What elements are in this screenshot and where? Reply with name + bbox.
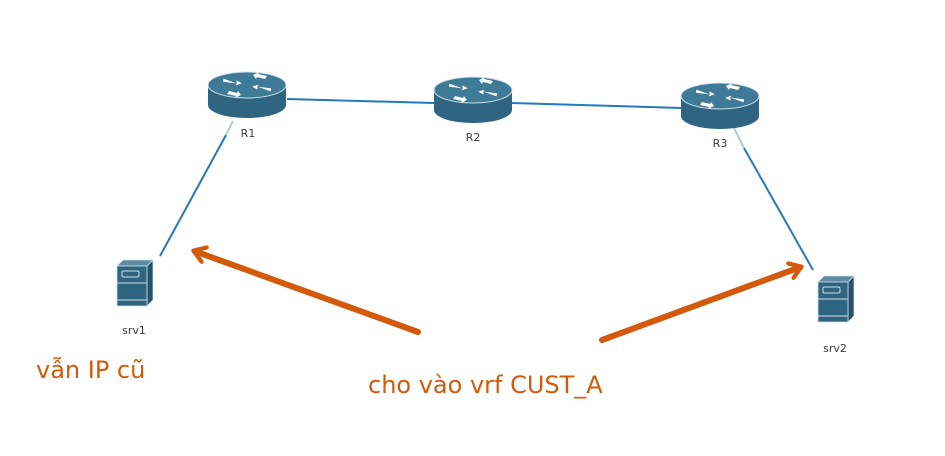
server-icon (817, 275, 855, 323)
router-r3-label: R3 (713, 137, 728, 150)
server-srv1[interactable] (116, 259, 154, 307)
server-srv2-label: srv2 (823, 342, 847, 355)
annotation-center-note: cho vào vrf CUST_A (368, 371, 603, 399)
link-r1-r2 (286, 98, 435, 104)
router-icon (433, 76, 513, 124)
annotation-arrow-left (197, 252, 421, 335)
link-r3-srv2-faded (733, 127, 745, 149)
router-r1[interactable] (207, 71, 287, 119)
router-icon (207, 71, 287, 119)
router-icon (680, 82, 760, 130)
annotation-left-note: vẫn IP cũ (36, 355, 145, 384)
router-r3[interactable] (680, 82, 760, 130)
annotation-arrow-right (599, 268, 798, 343)
link-r1-srv1 (159, 134, 227, 257)
router-r2[interactable] (433, 76, 513, 124)
server-icon (116, 259, 154, 307)
link-r1-srv1-faded (225, 120, 234, 136)
router-r2-label: R2 (466, 131, 481, 144)
server-srv2[interactable] (817, 275, 855, 323)
link-r3-srv2 (743, 147, 814, 271)
link-r2-r3 (511, 102, 683, 109)
router-r1-label: R1 (241, 127, 256, 140)
server-srv1-label: srv1 (122, 324, 146, 337)
